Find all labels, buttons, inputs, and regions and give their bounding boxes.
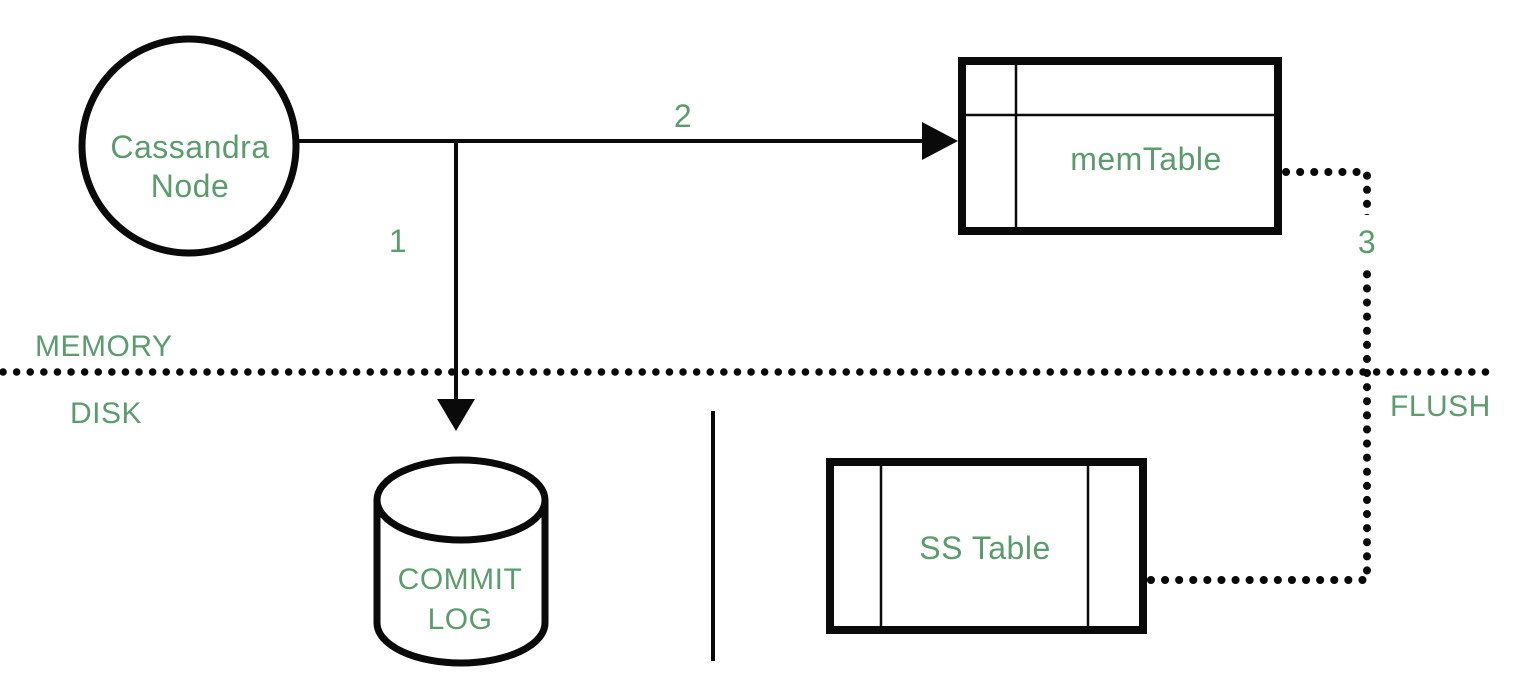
cassandra-node-label-line2: Node	[151, 168, 230, 204]
flush-path-line	[1144, 168, 1371, 584]
edge-label-2: 2	[674, 98, 692, 134]
disk-region-label: DISK	[70, 397, 142, 430]
edge-label-1: 1	[389, 223, 407, 259]
flush-label-mask	[1350, 215, 1384, 265]
arrowhead-right-icon	[922, 122, 958, 160]
edge-label-3: 3	[1358, 224, 1376, 260]
sstable-label: SS Table	[919, 530, 1051, 566]
arrowhead-down-icon	[437, 399, 475, 431]
memtable-shape	[958, 57, 1282, 235]
cassandra-node-shape	[78, 35, 300, 257]
commitlog-cylinder-top	[373, 456, 549, 544]
memtable-label: memTable	[1070, 141, 1222, 177]
memory-region-label: MEMORY	[35, 330, 172, 363]
cassandra-node-label-line1: Cassandra	[110, 129, 269, 165]
commitlog-cylinder-body	[373, 500, 549, 667]
commitlog-label-line2: LOG	[428, 603, 493, 636]
flush-caption-label: FLUSH	[1390, 390, 1491, 423]
commitlog-label-line1: COMMIT	[398, 563, 523, 596]
